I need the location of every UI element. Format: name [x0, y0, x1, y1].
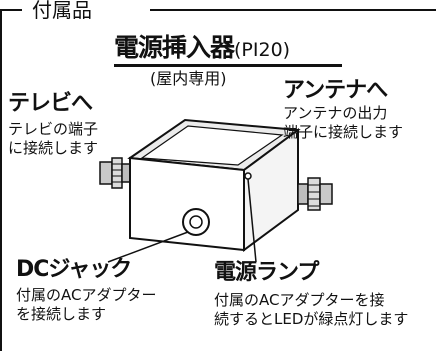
- section-title: 付属品: [26, 0, 98, 20]
- dc-jack-label-title: DCジャック: [16, 257, 132, 282]
- product-title: 電源挿入器(PI20): [114, 35, 290, 60]
- dc-jack: [107, 208, 210, 263]
- product-model: (PI20): [234, 39, 291, 61]
- tv-label-line1: テレビの端子: [8, 120, 99, 138]
- dc-jack-label-line1: 付属のACアダプター: [16, 286, 157, 304]
- dc-jack-label-desc: 付属のACアダプター を接続します: [16, 286, 156, 324]
- antenna-label-line1: アンテナの出力: [283, 104, 388, 122]
- power-lamp-label-desc: 付属のACアダプターを接 続するとLEDが緑点灯します: [214, 291, 408, 329]
- tv-connector: [99, 157, 133, 189]
- antenna-label-line2: 端子に接続します: [283, 123, 404, 141]
- product-title-underline: [114, 64, 342, 67]
- tv-label-line2: に接続します: [8, 139, 99, 157]
- antenna-label-title: アンテナへ: [283, 78, 388, 103]
- device-body: [127, 118, 301, 252]
- power-lamp-label-title: 電源ランプ: [214, 260, 319, 285]
- antenna-label-desc: アンテナの出力 端子に接続します: [283, 104, 403, 142]
- product-name: 電源挿入器: [114, 33, 235, 62]
- power-lamp: [244, 172, 257, 263]
- power-lamp-label-line1: 付属のACアダプターを接: [214, 291, 385, 309]
- tv-label-title: テレビへ: [8, 91, 93, 116]
- product-subtitle: (屋内専用): [150, 69, 227, 88]
- dc-jack-label-line2: を接続します: [16, 305, 107, 323]
- tv-label-desc: テレビの端子 に接続します: [8, 120, 98, 158]
- power-lamp-label-line2: 続するとLEDが緑点灯します: [214, 310, 409, 328]
- antenna-connector: [297, 177, 333, 211]
